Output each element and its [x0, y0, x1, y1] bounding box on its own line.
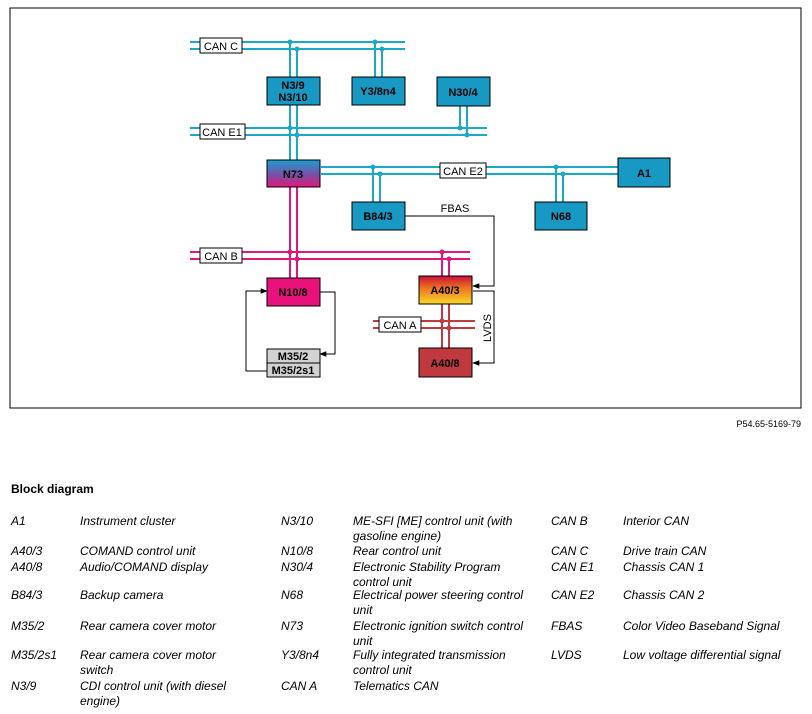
- legend-desc: Electrical power steering control unit: [353, 588, 524, 617]
- can-c-label: CAN C: [199, 37, 243, 54]
- module-a1: A1: [617, 157, 671, 188]
- svg-text:N68: N68: [551, 211, 571, 223]
- module-m35-2: M35/2 M35/2s1: [266, 348, 321, 378]
- svg-text:CAN C: CAN C: [204, 41, 238, 53]
- svg-text:M35/2s1: M35/2s1: [272, 365, 315, 377]
- legend-code: CAN E2: [551, 588, 595, 602]
- legend-desc: Rear camera cover motor: [80, 619, 217, 633]
- module-n3-9: N3/9 N3/10: [266, 76, 321, 106]
- svg-text:N10/8: N10/8: [278, 287, 307, 299]
- legend-code: N10/8: [281, 544, 314, 558]
- legend-code: FBAS: [551, 619, 583, 633]
- can-e1-label: CAN E1: [199, 123, 246, 140]
- legend-desc: Rear control unit: [353, 544, 442, 558]
- svg-text:N3/9: N3/9: [281, 80, 304, 92]
- n10-m35-link-left: [245, 288, 268, 372]
- legend-code: N3/10: [281, 514, 314, 528]
- can-a-label: CAN A: [378, 316, 422, 333]
- lvds-line: [472, 290, 495, 366]
- lvds-label: LVDS: [482, 314, 494, 342]
- svg-text:N30/4: N30/4: [448, 87, 478, 99]
- legend-desc: COMAND control unit: [80, 544, 196, 558]
- legend-desc: Backup camera: [80, 588, 164, 602]
- svg-text:CAN E1: CAN E1: [202, 127, 242, 139]
- legend-code: A1: [11, 514, 26, 528]
- n10-m35-link-right: [319, 291, 336, 357]
- legend-desc: Rear camera cover motor switch: [80, 648, 217, 677]
- svg-text:N3/10: N3/10: [278, 92, 307, 104]
- can-e2-label: CAN E2: [439, 162, 487, 179]
- legend-desc: Color Video Baseband Signal: [623, 619, 780, 633]
- legend-desc: Electronic Stability Program control uni…: [353, 560, 501, 589]
- legend-title: Block diagram: [11, 482, 94, 496]
- module-n68: N68: [534, 201, 588, 231]
- module-n10-8: N10/8: [266, 277, 321, 307]
- svg-text:A40/3: A40/3: [430, 285, 459, 297]
- legend-code: CAN B: [551, 514, 588, 528]
- legend-desc: Instrument cluster: [80, 514, 176, 528]
- legend-code: B84/3: [11, 588, 43, 602]
- legend-desc: Drive train CAN: [623, 544, 707, 558]
- legend-code: CAN A: [281, 679, 318, 693]
- legend-desc: Interior CAN: [623, 514, 690, 528]
- svg-text:B84/3: B84/3: [363, 211, 392, 223]
- module-n73: N73: [266, 159, 321, 188]
- module-a40-3: A40/3: [418, 275, 473, 305]
- legend-desc: Electronic ignition switch control unit: [353, 619, 524, 648]
- module-n30-4: N30/4: [436, 76, 491, 107]
- legend-code: N3/9: [11, 679, 37, 693]
- module-a40-8: A40/8: [418, 347, 473, 378]
- svg-text:CAN A: CAN A: [383, 320, 417, 332]
- legend-code: CAN C: [551, 544, 589, 558]
- legend-code: N73: [281, 619, 304, 633]
- svg-text:CAN B: CAN B: [204, 251, 238, 263]
- svg-text:CAN E2: CAN E2: [443, 166, 483, 178]
- legend-desc: ME-SFI [ME] control unit (with gasoline …: [353, 514, 513, 543]
- legend-code: A40/3: [11, 544, 43, 558]
- legend-code: M35/2s1: [11, 648, 58, 662]
- can-b-label: CAN B: [199, 247, 243, 264]
- svg-text:M35/2: M35/2: [278, 351, 309, 363]
- svg-text:A40/8: A40/8: [430, 358, 459, 370]
- legend-desc: Chassis CAN 1: [623, 560, 705, 574]
- legend-code: A40/8: [11, 560, 43, 574]
- legend-code: N30/4: [281, 560, 314, 574]
- legend-code: M35/2: [11, 619, 45, 633]
- legend-desc: Chassis CAN 2: [623, 588, 705, 602]
- svg-text:N73: N73: [283, 169, 303, 181]
- figure-reference: P54.65-5169-79: [736, 419, 801, 429]
- legend-code: CAN E1: [551, 560, 595, 574]
- block-diagram: CAN C CAN E1 CAN E2 CAN B CAN A FBAS LVD…: [9, 7, 802, 409]
- svg-text:Y3/8n4: Y3/8n4: [360, 86, 396, 98]
- legend-desc: Fully integrated transmission control un…: [353, 648, 506, 677]
- svg-text:A1: A1: [637, 168, 651, 180]
- module-y3-8n4: Y3/8n4: [351, 76, 406, 106]
- legend-desc: Low voltage differential signal: [623, 648, 781, 662]
- legend-desc: CDI control unit (with diesel engine): [80, 679, 227, 708]
- module-b84-3: B84/3: [351, 201, 406, 231]
- legend-code: Y3/8n4: [281, 648, 320, 662]
- legend-desc: Telematics CAN: [353, 679, 439, 693]
- legend-code: LVDS: [551, 648, 582, 662]
- legend-code: N68: [281, 588, 304, 602]
- legend-desc: Audio/COMAND display: [80, 560, 209, 574]
- fbas-label: FBAS: [441, 203, 470, 215]
